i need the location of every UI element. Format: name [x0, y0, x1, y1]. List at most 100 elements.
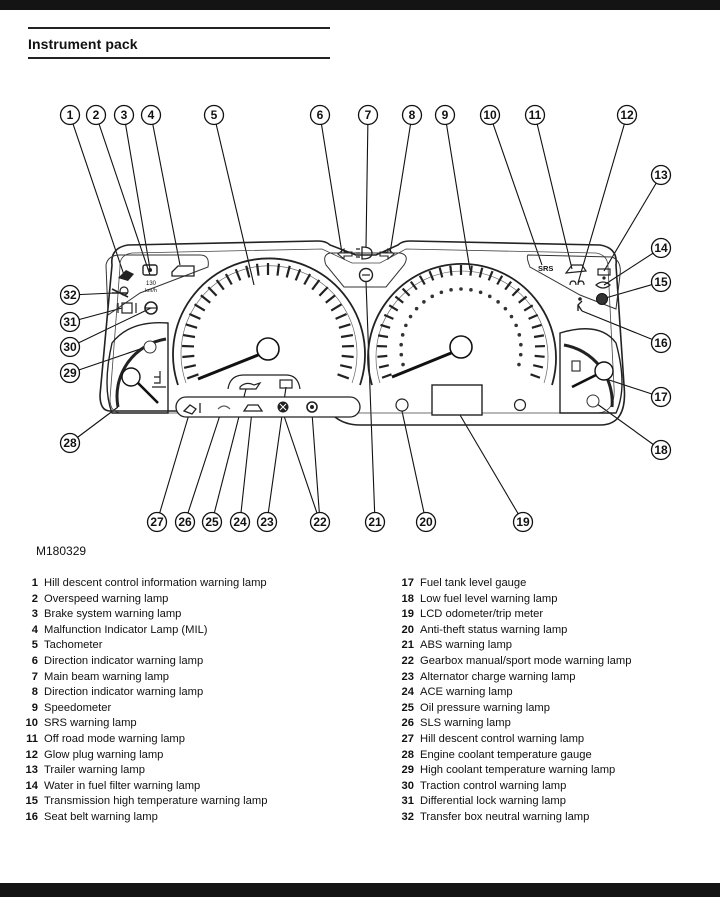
- gauge-tick: [335, 313, 348, 320]
- legend-label: Fuel tank level gauge: [420, 577, 527, 589]
- callout-number: 6: [317, 108, 324, 122]
- scale-dot: [517, 333, 522, 337]
- scale-dot: [519, 342, 523, 347]
- left-lamp-pod: [105, 254, 209, 316]
- left-indicator-icon: [337, 247, 353, 261]
- callout-circle: [85, 104, 107, 126]
- legend-label: Speedometer: [44, 701, 112, 714]
- legend-number: 6: [31, 654, 38, 667]
- legend-label: Engine coolant temperature gauge: [420, 748, 592, 761]
- leader-line: [389, 114, 413, 254]
- gauge-tick: [338, 323, 351, 329]
- gauge-tick: [469, 265, 473, 276]
- gauge-tick: [438, 267, 444, 278]
- callout-circle: [650, 164, 672, 186]
- gauge-tick: [383, 313, 394, 320]
- callout-number: 25: [205, 515, 219, 529]
- legend-label: LCD odometer/trip meter: [420, 608, 544, 621]
- scale-dot: [430, 294, 435, 299]
- figure-reference: M180329: [36, 544, 87, 558]
- bottom-border: [0, 883, 720, 897]
- legend-number: 7: [31, 670, 38, 683]
- oil-pressure-icon: [239, 381, 262, 390]
- legend-number: 4: [31, 623, 38, 636]
- legend-number: 20: [401, 623, 414, 636]
- gauge-tick: [311, 279, 321, 291]
- legend-label: Low fuel level warning lamp: [420, 592, 558, 605]
- hill-descent-info-icon: [118, 270, 134, 281]
- callout-number: 15: [654, 275, 668, 289]
- callout-circle: [309, 104, 331, 126]
- callout-number: 9: [442, 108, 449, 122]
- legend-number: 2: [31, 592, 38, 605]
- gauge-tick: [381, 373, 392, 379]
- gauge-tick: [294, 268, 302, 281]
- callout-circle: [309, 511, 331, 533]
- lcd-odometer-display: [431, 384, 483, 416]
- gauge-tick: [504, 280, 513, 291]
- lower-lamp-strip-left: [175, 396, 361, 418]
- callout-circle: [401, 104, 423, 126]
- scale-dot: [399, 352, 404, 357]
- callout-circle: [650, 332, 672, 354]
- leader-line: [444, 114, 471, 271]
- gauge-tick: [394, 295, 404, 304]
- gauge-tick: [531, 323, 542, 329]
- callout-number: 14: [654, 241, 668, 255]
- gauge-tick: [487, 270, 494, 281]
- legend-number: 14: [25, 779, 38, 792]
- gauge-tick: [380, 323, 391, 329]
- leader-line: [123, 114, 151, 270]
- legend-label: Hill descent control warning lamp: [420, 732, 585, 745]
- scale-dot: [514, 323, 518, 328]
- gauge-tick: [183, 364, 197, 369]
- leader-line: [577, 114, 628, 284]
- callout-number: 23: [260, 515, 274, 529]
- callout-circle: [229, 511, 251, 533]
- gauge-tick: [207, 286, 218, 297]
- callout-number: 26: [178, 515, 192, 529]
- gauge-tick: [188, 313, 201, 320]
- leader-line: [603, 174, 662, 272]
- lower-lamp-strip-upper: [227, 374, 301, 390]
- callout-number: 21: [368, 515, 382, 529]
- scale-dot: [399, 342, 403, 347]
- legend-label: Alternator charge warning lamp: [420, 670, 576, 683]
- legend-label: Hill descent control information warning…: [44, 577, 267, 589]
- leader-line: [184, 408, 223, 523]
- gauge-tick: [534, 354, 545, 358]
- sls-lamp-icon: [217, 405, 231, 410]
- legend-label: Direction indicator warning lamp: [44, 654, 204, 667]
- leader-line: [156, 410, 191, 523]
- gauge-tick: [245, 265, 251, 278]
- legend-label: Tachometer: [44, 639, 103, 652]
- legend-number: 31: [401, 795, 414, 808]
- gauge-tick: [530, 373, 541, 379]
- scale-dot: [496, 300, 500, 304]
- gauge-tick: [182, 354, 195, 359]
- legend-number: 24: [401, 686, 414, 699]
- legend-number: 12: [25, 748, 38, 761]
- leader-line: [365, 114, 369, 248]
- gauge-tick: [388, 304, 399, 312]
- alternator-charge-icon: [279, 379, 293, 389]
- legend-number: 23: [401, 670, 414, 683]
- scale-dot: [408, 314, 413, 319]
- speedometer-gauge: [367, 262, 557, 386]
- callout-circle: [512, 511, 534, 533]
- gauge-tick: [200, 294, 211, 304]
- callout-number: 24: [233, 515, 247, 529]
- callout-circle: [524, 104, 546, 126]
- callout-number: 8: [409, 108, 416, 122]
- gauge-tick: [285, 265, 291, 278]
- legend-label: Gearbox manual/sport mode warning lamp: [420, 654, 632, 667]
- section-title: Instrument pack: [28, 36, 138, 52]
